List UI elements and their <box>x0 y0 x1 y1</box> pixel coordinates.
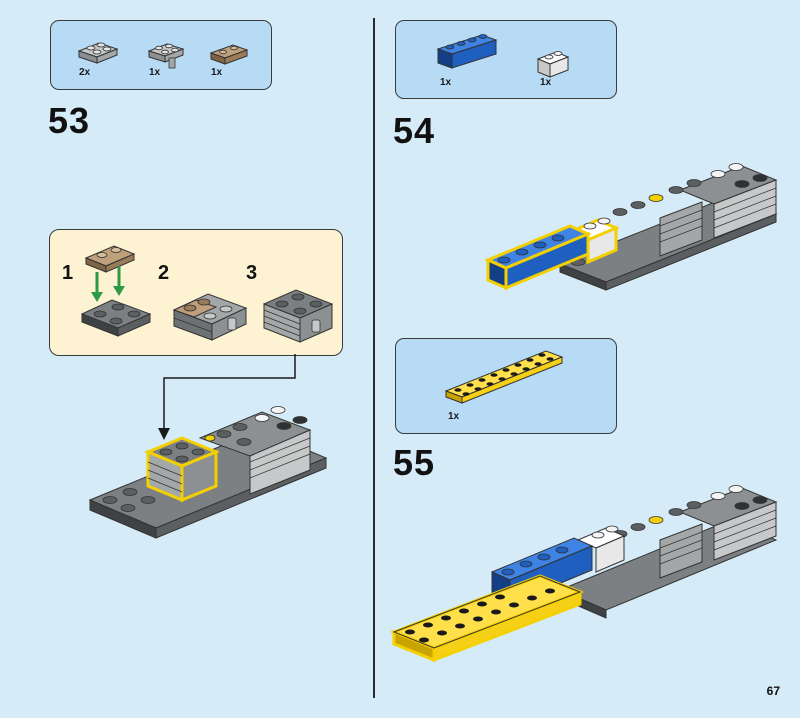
step-55-assembly-icon <box>389 485 778 663</box>
sub-assembly-box: 1 2 3 <box>49 229 343 356</box>
sub-assembly-drawing <box>80 245 334 343</box>
part-qty: 2x <box>79 67 91 78</box>
arrow-head-icon <box>158 428 170 440</box>
step-number-55: 55 <box>393 442 436 483</box>
parts-drawing-55 <box>444 350 564 404</box>
part-qty: 1x <box>440 77 452 88</box>
step-number-54: 54 <box>393 110 436 151</box>
part-qty: 1x <box>149 67 161 78</box>
page-number: 67 <box>766 684 780 698</box>
parts-box-step-53: 2x 1x 1x <box>50 20 272 90</box>
callout-arrow <box>163 354 296 432</box>
step-54-assembly-icon <box>484 163 778 291</box>
parts-box-step-55: 1x <box>395 338 617 434</box>
substep-number: 2 <box>158 262 170 284</box>
yellow-plate-studs <box>405 588 555 643</box>
part-qty: 1x <box>540 77 552 88</box>
substep-2-build-icon <box>172 293 248 341</box>
parts-drawing-53 <box>77 42 249 69</box>
part-brick-1x2-white-icon <box>536 51 570 78</box>
part-qty: 1x <box>448 411 460 422</box>
substep-3-build-icon <box>262 289 334 343</box>
parts-box-step-54: 1x 1x <box>395 20 617 99</box>
part-brick-1x4-blue-icon <box>436 34 498 69</box>
part-plate-1x2-tan-icon <box>209 44 249 65</box>
parts-drawing-54 <box>436 34 570 78</box>
part-plate-2x8-yellow-icon <box>444 350 564 404</box>
part-plate-2x2-pin-icon <box>147 43 185 69</box>
column-divider <box>373 18 375 698</box>
step-number-53: 53 <box>48 100 91 141</box>
substep-number: 3 <box>246 262 258 284</box>
substep-1-build-icon <box>80 245 152 337</box>
part-plate-2x2-icon <box>77 42 119 64</box>
part-qty: 1x <box>211 67 223 78</box>
substep-number: 1 <box>62 262 74 284</box>
step-53-assembly-icon <box>88 406 328 539</box>
